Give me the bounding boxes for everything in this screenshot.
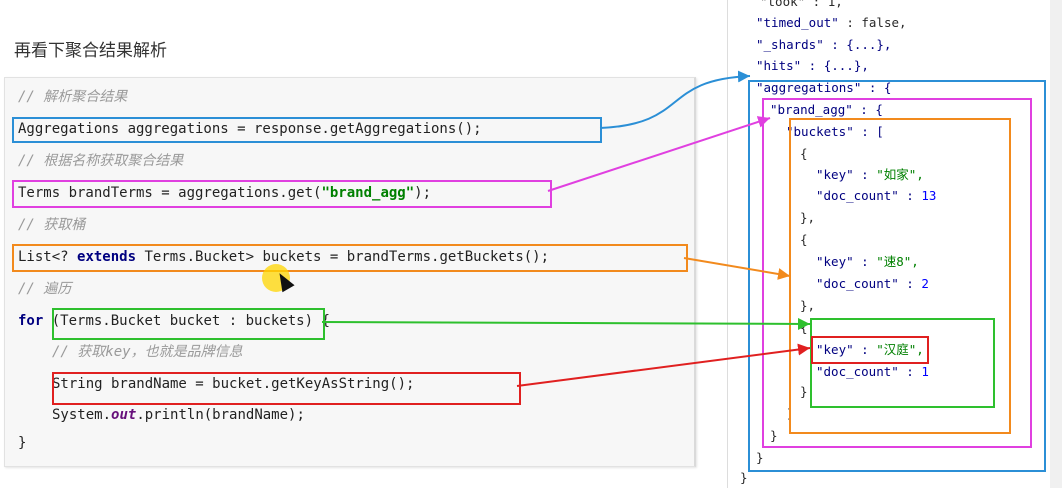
code-comment: // 根据名称获取聚合结果 — [18, 153, 184, 169]
code-line: Aggregations aggregations = response.get… — [18, 121, 482, 137]
json-value: : false, — [838, 15, 907, 30]
json-brace: { — [800, 146, 808, 161]
arrow-get-key — [516, 343, 811, 387]
json-value: 1 — [921, 364, 929, 379]
json-key: "key" : — [816, 167, 877, 182]
json-line-doc-count: "doc_count" : 1 — [816, 364, 929, 380]
code-line: List<? extends Terms.Bucket> buckets = b… — [18, 248, 549, 266]
code-text: List<? — [18, 249, 78, 265]
code-text: System. — [52, 407, 112, 423]
code-text: Terms.Bucket> buckets = brandTerms.getBu… — [136, 249, 550, 265]
json-value: 13 — [921, 188, 937, 203]
code-comment: // 解析聚合结果 — [18, 89, 128, 105]
code-line: for (Terms.Bucket bucket : buckets) { — [18, 312, 330, 330]
code-comment: // 遍历 — [18, 281, 72, 297]
json-value: "如家", — [876, 167, 924, 182]
json-line-took: "took" : 1, — [760, 0, 843, 9]
arrow-buckets — [683, 257, 791, 280]
json-value: "汉庭", — [876, 342, 924, 357]
json-key: "doc_count" : — [816, 276, 922, 291]
json-line-hits: "hits" : {...}, — [756, 58, 869, 73]
json-line-doc-count: "doc_count" : 13 — [816, 188, 936, 204]
json-line-key: "key" : "汉庭", — [816, 342, 924, 358]
json-brace: } — [756, 450, 764, 465]
json-line-buckets: "buckets" : [ — [786, 124, 884, 139]
json-line-timed-out: "timed_out" : false, — [756, 15, 907, 31]
json-line-key: "key" : "速8", — [816, 254, 919, 270]
arrow-brand-agg — [547, 116, 771, 192]
scrollbar[interactable] — [1050, 0, 1062, 488]
code-text: Terms brandTerms = aggregations.get( — [18, 185, 322, 201]
code-keyword: extends — [77, 249, 137, 265]
code-static-field: out — [111, 407, 137, 423]
code-comment: // 获取桶 — [18, 217, 86, 233]
json-key: "key" : — [816, 342, 877, 357]
json-line-shards: "_shards" : {...}, — [756, 37, 892, 52]
json-brace: } — [740, 470, 748, 485]
json-line-brand-agg: "brand_agg" : { — [770, 102, 883, 117]
arrow-aggregations — [599, 70, 751, 129]
code-line: String brandName = bucket.getKeyAsString… — [52, 376, 415, 392]
json-brace: }, — [800, 298, 816, 313]
cursor-highlight — [262, 264, 290, 292]
arrow-for-loop — [321, 317, 811, 330]
json-line-doc-count: "doc_count" : 2 — [816, 276, 929, 292]
json-key: "doc_count" : — [816, 188, 922, 203]
json-brace: } — [800, 384, 808, 399]
code-text: ); — [414, 185, 432, 201]
code-text: (Terms.Bucket bucket : buckets) { — [43, 313, 330, 329]
json-key: "key" : — [816, 254, 877, 269]
json-brace: { — [800, 232, 808, 247]
code-keyword: for — [18, 313, 44, 329]
code-line: } — [18, 435, 27, 451]
code-line: System.out.println(brandName); — [52, 406, 305, 424]
json-line-key: "key" : "如家", — [816, 167, 924, 183]
json-value: 2 — [921, 276, 929, 291]
json-key: "timed_out" — [756, 15, 839, 30]
code-comment: // 获取key，也就是品牌信息 — [52, 344, 243, 360]
json-brace: } — [770, 428, 778, 443]
code-text: .println(brandName); — [136, 407, 305, 423]
json-brace: }, — [800, 210, 816, 225]
json-line-aggregations: "aggregations" : { — [756, 80, 892, 95]
code-string: "brand_agg" — [321, 185, 415, 201]
json-key: "doc_count" : — [816, 364, 922, 379]
json-value: "速8", — [876, 254, 919, 269]
code-line: Terms brandTerms = aggregations.get("bra… — [18, 184, 431, 202]
slide-title: 再看下聚合结果解析 — [14, 41, 167, 61]
